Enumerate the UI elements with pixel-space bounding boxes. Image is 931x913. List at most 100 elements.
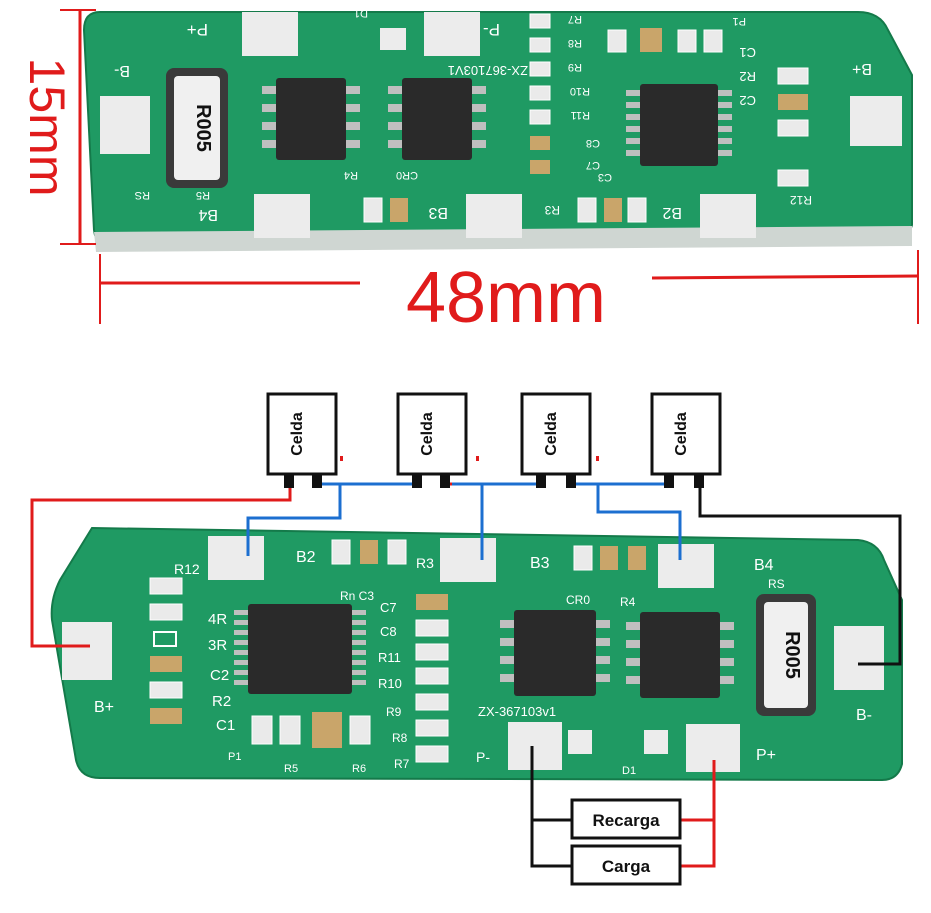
top-label-r9: R9: [568, 61, 582, 73]
top-label-rs: RS: [135, 189, 150, 201]
bottom-label-r5: R5: [284, 763, 298, 775]
bottom-label-b4: B4: [754, 557, 774, 574]
top-label-b3: B3: [428, 204, 448, 221]
cell-2: Celda: [396, 392, 468, 488]
cell-2-label: Celda: [419, 412, 436, 456]
top-pcb-board: R005 P+ P- B- B+ B4 B3 B2 CR0: [82, 7, 913, 252]
bottom-label-3r: 3R: [208, 637, 227, 654]
wire-blue-b4: [596, 484, 682, 560]
top-label-r4: R4: [344, 169, 358, 181]
top-label-r10: R10: [570, 85, 590, 97]
wire-red-b-plus: [30, 480, 292, 648]
height-dimension-label: 15mm: [19, 58, 75, 197]
top-label-model: ZX-367103V1: [448, 63, 528, 78]
bottom-pad-b3: [440, 538, 496, 582]
top-mosfet-chip-2: [402, 78, 472, 160]
bottom-label-model: ZX-367103v1: [478, 704, 556, 719]
bottom-pad-b-plus: [62, 622, 112, 680]
top-pad-b4: [254, 194, 310, 238]
top-mosfet-chip-1: [276, 78, 346, 160]
bottom-label-r9: R9: [386, 705, 402, 719]
bottom-label-p-minus: P-: [476, 749, 490, 765]
top-pad-b-minus: [100, 96, 150, 154]
bottom-protection-ic: [248, 604, 352, 694]
cell-1-label: Celda: [289, 412, 306, 456]
top-label-r7: R7: [568, 13, 582, 25]
wire-black-p-minus: [530, 746, 572, 868]
bottom-label-r8: R8: [392, 731, 408, 745]
bottom-label-p1: P1: [228, 751, 241, 763]
bottom-label-b-minus: B-: [856, 707, 872, 724]
top-label-c3: C3: [598, 171, 612, 183]
bottom-label-r3: R3: [416, 555, 434, 571]
bottom-label-b3: B3: [530, 555, 550, 572]
bottom-label-r10: R10: [378, 676, 402, 691]
top-label-b-minus: B-: [114, 62, 130, 79]
bottom-label-b-plus: B+: [94, 699, 114, 716]
top-label-c2: C2: [739, 93, 756, 108]
width-dimension-label: 48mm: [406, 258, 606, 338]
top-pad-b2: [700, 194, 756, 238]
top-label-c7: C7: [586, 159, 600, 171]
cell-3: Celda: [520, 392, 592, 488]
top-pad-d1-a: [380, 28, 406, 50]
bottom-label-c7: C7: [380, 600, 397, 615]
top-label-d1: D1: [354, 7, 368, 19]
top-label-cr0: CR0: [396, 169, 418, 181]
bottom-label-rs: RS: [768, 577, 785, 591]
top-label-r3: R3: [544, 203, 560, 217]
dimension-annotations: 15mm 48mm: [19, 9, 919, 338]
top-pad-p-minus: [424, 12, 480, 56]
load-carga: Carga: [570, 844, 682, 886]
bottom-label-d1: D1: [622, 765, 636, 777]
bottom-mosfet-chip-2: [640, 612, 720, 698]
load-recarga: Recarga: [570, 798, 682, 840]
wiring: [30, 480, 902, 868]
bottom-label-b2: B2: [296, 549, 316, 566]
bottom-label-r4: R4: [620, 595, 636, 609]
top-label-r11: R11: [571, 109, 590, 121]
top-pad-b3: [466, 194, 522, 238]
wire-red-p-plus: [680, 760, 716, 868]
wire-black-b-minus: [698, 484, 902, 666]
top-shunt-value: R005: [192, 104, 214, 152]
bottom-pad-b-minus: [834, 626, 884, 690]
bottom-shunt-value: R005: [781, 631, 803, 679]
cell-1: Celda: [266, 392, 338, 488]
bottom-pad-b2: [208, 536, 264, 580]
bottom-pad-b4: [658, 544, 714, 588]
bottom-label-rn-c3: Rn C3: [340, 589, 374, 603]
top-pad-p-plus: [242, 12, 298, 56]
bottom-label-c1: C1: [216, 717, 235, 734]
load-recarga-label: Recarga: [592, 811, 660, 830]
bottom-label-r7: R7: [394, 757, 410, 771]
top-protection-ic: [640, 84, 718, 166]
bottom-label-r6: R6: [352, 763, 366, 775]
top-label-r2: R2: [739, 69, 756, 84]
bottom-pad-p-minus: [508, 722, 562, 770]
cell-3-label: Celda: [543, 412, 560, 456]
top-label-c1: C1: [739, 45, 756, 60]
bottom-label-cr0: CR0: [566, 593, 590, 607]
cell-4: Celda: [650, 392, 722, 488]
top-label-b4: B4: [198, 206, 218, 223]
top-label-r12: R12: [790, 193, 812, 207]
width-dimension-line-right: [651, 274, 919, 280]
top-label-p-minus: P-: [483, 20, 500, 39]
bottom-label-4r: 4R: [208, 611, 227, 628]
top-label-c8: C8: [586, 137, 600, 149]
top-label-b-plus: B+: [852, 60, 872, 77]
bottom-label-c8: C8: [380, 624, 397, 639]
bottom-label-p-plus: P+: [756, 747, 776, 764]
bottom-pcb-board: R005 B2 B3 B4 B+ B: [50, 526, 903, 782]
load-carga-label: Carga: [602, 857, 651, 876]
bottom-label-c2: C2: [210, 667, 229, 684]
top-label-b2: B2: [662, 204, 682, 221]
top-label-p1: P1: [733, 15, 746, 27]
loads: Recarga Carga: [570, 798, 682, 886]
bottom-mosfet-chip-1: [514, 610, 596, 696]
bottom-label-r12: R12: [174, 561, 200, 577]
top-pad-b-plus: [850, 96, 902, 146]
bottom-label-r2: R2: [212, 693, 231, 710]
